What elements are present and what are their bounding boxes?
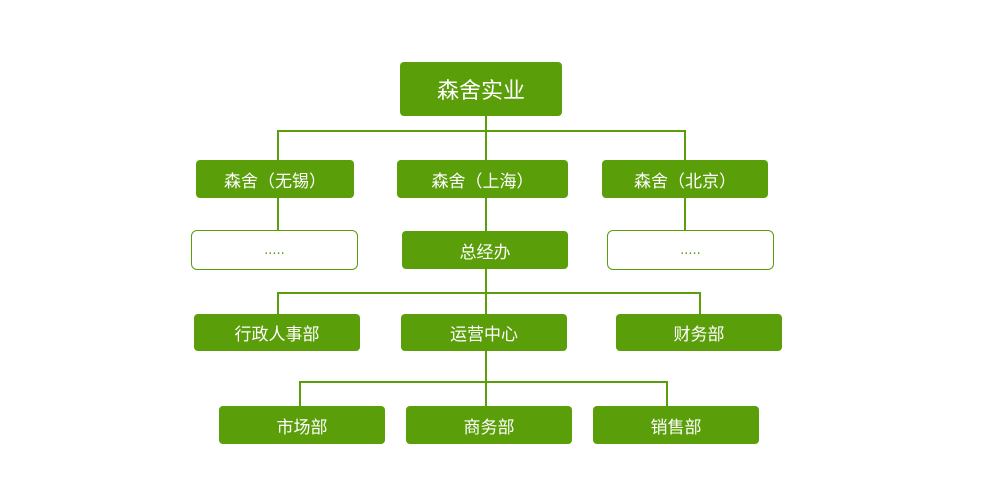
node-branch-beijing: 森舍（北京） <box>602 160 768 198</box>
node-finance: 财务部 <box>616 314 782 351</box>
node-admin-hr: 行政人事部 <box>194 314 360 351</box>
node-business: 商务部 <box>406 406 572 444</box>
node-sales: 销售部 <box>593 406 759 444</box>
node-marketing: 市场部 <box>219 406 385 444</box>
node-wuxi-placeholder: ..... <box>191 230 358 270</box>
node-general-office: 总经办 <box>402 231 568 269</box>
node-branch-wuxi: 森舍（无锡） <box>196 160 354 198</box>
node-operations: 运营中心 <box>401 314 567 351</box>
node-root: 森舍实业 <box>400 62 562 116</box>
node-beijing-placeholder: ..... <box>607 230 774 270</box>
node-branch-shanghai: 森舍（上海） <box>397 160 568 198</box>
